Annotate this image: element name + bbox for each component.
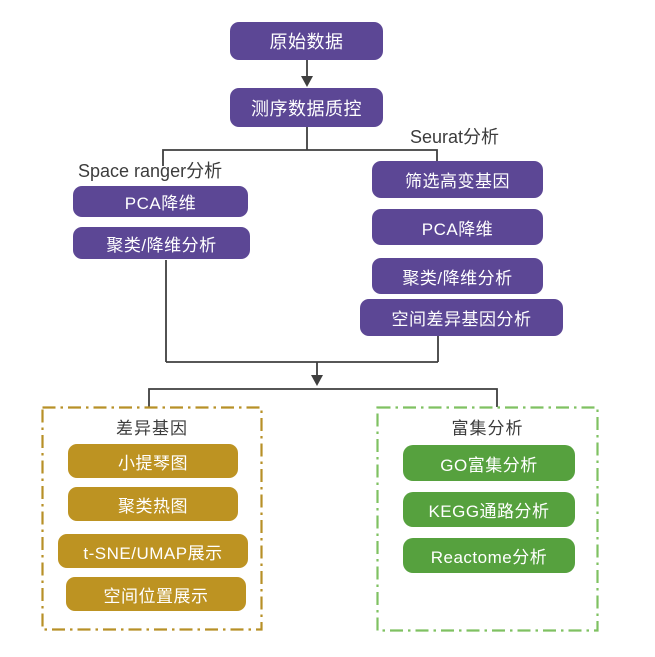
node-reactome: Reactome分析: [403, 538, 575, 573]
node-spaceranger-pca: PCA降维: [73, 186, 248, 217]
arrow-raw-to-qc: [301, 60, 313, 87]
group-title-deg: 差异基因: [116, 419, 188, 438]
merge-branches-arrow: [165, 260, 439, 386]
group-title-enrichment: 富集分析: [451, 419, 524, 438]
label-seurat-analysis: Seurat分析: [410, 127, 500, 147]
deg-group-frame: [41, 406, 263, 631]
split-qc-to-branches: [162, 127, 438, 166]
node-spatial-location-display: 空间位置展示: [66, 577, 246, 611]
node-raw-data: 原始数据: [230, 22, 383, 60]
node-tsne-umap-display: t-SNE/UMAP展示: [58, 534, 248, 568]
node-sequencing-qc: 测序数据质控: [230, 88, 383, 127]
enrichment-group-frame: [376, 406, 599, 632]
node-hvg-selection: 筛选高变基因: [372, 161, 543, 198]
node-seurat-clustering: 聚类/降维分析: [372, 258, 543, 294]
node-kegg-pathway: KEGG通路分析: [403, 492, 575, 527]
label-space-ranger-analysis: Space ranger分析: [78, 161, 223, 181]
split-to-groups: [148, 388, 498, 407]
node-cluster-heatmap: 聚类热图: [68, 487, 238, 521]
node-go-enrichment: GO富集分析: [403, 445, 575, 481]
node-spatial-deg-analysis: 空间差异基因分析: [360, 299, 563, 336]
node-spaceranger-clustering: 聚类/降维分析: [73, 227, 250, 259]
node-violin-plot: 小提琴图: [68, 444, 238, 478]
node-seurat-pca: PCA降维: [372, 209, 543, 245]
